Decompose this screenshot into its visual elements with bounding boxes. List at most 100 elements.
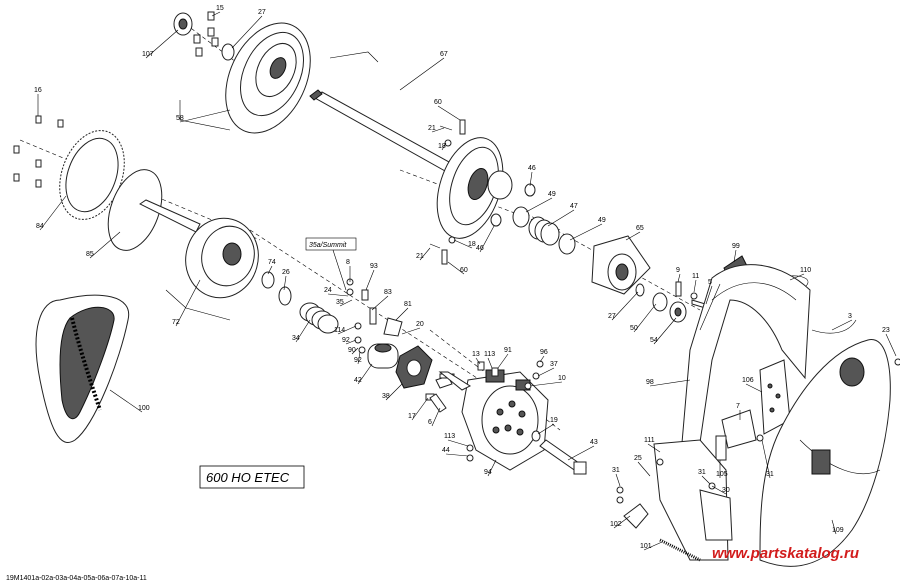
callout-24: 24 bbox=[324, 287, 349, 297]
leader-line bbox=[537, 367, 555, 377]
cam-65 bbox=[591, 235, 651, 295]
callout-number: 60 bbox=[434, 99, 442, 106]
belt-guard-support-98 bbox=[679, 264, 811, 471]
callout-106: 106 bbox=[742, 377, 763, 393]
callout-number: 8 bbox=[346, 259, 350, 266]
bracket-7 bbox=[715, 409, 757, 461]
leader-line bbox=[633, 303, 657, 333]
callout-number: 94 bbox=[484, 469, 492, 476]
summit-label: 35a/Summit bbox=[309, 242, 347, 249]
drive-pulley-movable-half bbox=[185, 217, 259, 299]
leader-line bbox=[615, 473, 621, 487]
leader-line bbox=[711, 485, 727, 495]
callout-105: 105 bbox=[716, 460, 728, 478]
callout-11: 11 bbox=[692, 273, 699, 293]
callout-42: 42 bbox=[354, 363, 373, 385]
callout-35: 35 bbox=[336, 299, 353, 307]
callout-17: 17 bbox=[408, 397, 429, 421]
leader-line bbox=[539, 355, 545, 363]
callout-number: 49 bbox=[548, 191, 556, 198]
callout-20: 20 bbox=[401, 321, 424, 335]
callout-50: 50 bbox=[630, 303, 657, 333]
ring-49a bbox=[512, 206, 530, 228]
callout-number: 3 bbox=[848, 313, 852, 320]
callout-number: 83 bbox=[384, 289, 392, 296]
callout-number: 114 bbox=[334, 327, 345, 334]
callout-60: 60 bbox=[434, 99, 461, 121]
callout-3: 3 bbox=[831, 313, 853, 331]
callout-number: 44 bbox=[442, 447, 450, 454]
callout-31: 31 bbox=[612, 467, 621, 487]
callout-85: 85 bbox=[86, 231, 121, 259]
leader-line bbox=[337, 325, 357, 335]
callout-5: 5 bbox=[705, 279, 713, 305]
callout-9: 9 bbox=[676, 267, 681, 283]
callout-number: 5 bbox=[708, 279, 712, 286]
leader-line bbox=[479, 225, 495, 253]
callout-number: 31 bbox=[612, 467, 620, 474]
callout-number: 16 bbox=[34, 87, 42, 94]
callout-92: 92 bbox=[342, 337, 357, 345]
callout-number: 31 bbox=[698, 469, 706, 476]
callout-number: 27 bbox=[258, 9, 266, 16]
leader-line bbox=[613, 515, 631, 529]
callout-number: 7 bbox=[736, 403, 740, 410]
callout-111: 111 bbox=[644, 437, 661, 453]
callout-38: 38 bbox=[382, 383, 403, 401]
callout-93: 93 bbox=[365, 263, 378, 291]
callout-number: 99 bbox=[732, 243, 740, 250]
spring-34 bbox=[299, 302, 339, 334]
callout-number: 105 bbox=[716, 471, 728, 478]
callout-number: 37 bbox=[550, 361, 558, 368]
callout-25: 25 bbox=[634, 455, 651, 477]
driven-pulley-cone bbox=[225, 22, 311, 134]
callout-10: 10 bbox=[529, 375, 566, 387]
callout-number: 18 bbox=[438, 143, 446, 150]
callout-74: 74 bbox=[267, 259, 276, 275]
leader-line bbox=[419, 247, 431, 261]
leader-line bbox=[175, 279, 201, 327]
leader-line bbox=[625, 231, 641, 241]
callout-number: 42 bbox=[354, 377, 362, 384]
callout-16: 16 bbox=[34, 87, 42, 116]
callout-number: 9 bbox=[676, 267, 680, 274]
leader-line bbox=[831, 319, 853, 331]
callout-number: 72 bbox=[172, 319, 180, 326]
callout-31: 31 bbox=[698, 469, 711, 485]
leader-line bbox=[733, 249, 737, 263]
callout-number: 101 bbox=[640, 543, 652, 550]
callout-number: 6 bbox=[428, 419, 432, 426]
bracket-111 bbox=[653, 439, 733, 561]
leader-line bbox=[643, 541, 663, 551]
callout-30: 30 bbox=[711, 485, 730, 495]
washer-19 bbox=[531, 430, 541, 442]
spring-47 bbox=[528, 216, 560, 246]
callout-58: 58 bbox=[176, 109, 231, 123]
callout-49: 49 bbox=[525, 191, 556, 213]
leader-line bbox=[351, 347, 359, 355]
spacer-46b bbox=[490, 213, 502, 227]
bolts-16 bbox=[13, 115, 64, 188]
callout-number: 38 bbox=[382, 393, 390, 400]
callout-number: 49 bbox=[598, 217, 606, 224]
leader-line bbox=[649, 379, 691, 387]
leader-line bbox=[745, 383, 763, 393]
callout-113: 113 bbox=[444, 433, 469, 447]
screws-15 bbox=[193, 11, 219, 57]
hardware-60-21-18 bbox=[429, 119, 466, 265]
leader-line bbox=[677, 273, 681, 283]
callout-number: 81 bbox=[404, 301, 412, 308]
leader-line bbox=[705, 285, 713, 305]
callout-number: 84 bbox=[36, 223, 44, 230]
callout-number: 18 bbox=[468, 241, 476, 248]
leader-line bbox=[357, 363, 373, 385]
callout-15: 15 bbox=[211, 5, 224, 17]
callout-number: 109 bbox=[832, 527, 844, 534]
callout-number: 92 bbox=[354, 357, 362, 364]
callout-31: 31 bbox=[761, 439, 774, 479]
callout-44: 44 bbox=[442, 447, 469, 457]
leader-line bbox=[371, 295, 389, 311]
callout-number: 102 bbox=[610, 521, 622, 528]
leader-line bbox=[529, 171, 533, 187]
leader-line bbox=[547, 209, 575, 227]
